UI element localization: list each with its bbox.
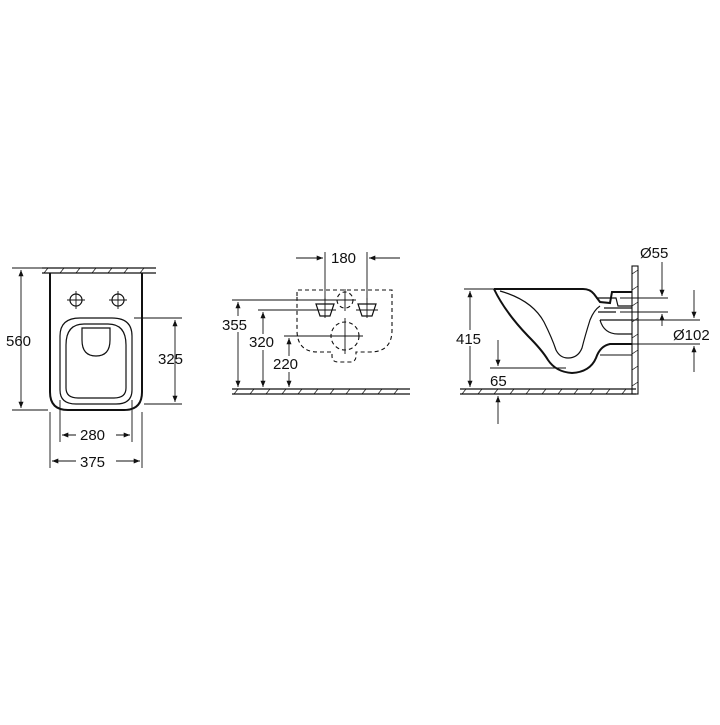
- top-fixing-hole-left: [67, 291, 85, 309]
- dim-65-label: 65: [490, 373, 507, 390]
- dim-dia-55: Ø55: [620, 245, 668, 326]
- side-view: 415 65 Ø55 Ø102: [455, 245, 718, 424]
- dim-325: 325: [134, 317, 183, 405]
- side-wall: [631, 265, 639, 395]
- dim-dia-55-label: Ø55: [640, 245, 668, 262]
- side-bowl-inner: [499, 290, 601, 359]
- dim-560-label: 560: [6, 333, 31, 350]
- wall-view: 180 355 320 220: [220, 248, 410, 395]
- top-fixing-hole-right: [109, 291, 127, 309]
- wall-frame-contour: [296, 289, 393, 363]
- dim-415-label: 415: [456, 331, 481, 348]
- side-inlet-pipe: [596, 297, 632, 313]
- dim-280-label: 280: [80, 427, 105, 444]
- wall-upper-inlet: [334, 289, 356, 311]
- wall-floor-band: [232, 388, 410, 395]
- dim-375-label: 375: [80, 454, 105, 471]
- dim-dia-102-label: Ø102: [673, 327, 710, 344]
- dim-355: 355: [220, 299, 336, 387]
- side-bowl-rim: [494, 288, 632, 305]
- top-inner-bowl: [65, 323, 127, 399]
- dim-180-label: 180: [331, 250, 356, 267]
- dim-320: 320: [247, 309, 316, 387]
- dim-dia-102: Ø102: [620, 290, 718, 372]
- top-drain-opening: [81, 327, 111, 357]
- dim-325-label: 325: [158, 351, 183, 368]
- wall-fixing-right: [356, 298, 378, 318]
- top-view: 560 325 280 375: [6, 267, 183, 471]
- side-floor-band: [460, 388, 636, 395]
- dim-65: 65: [490, 340, 566, 424]
- dim-220-label: 220: [273, 356, 298, 373]
- side-bowl-outer: [493, 288, 632, 375]
- dim-220: 220: [272, 335, 330, 387]
- wall-fixing-left: [314, 298, 336, 318]
- side-siphon: [599, 319, 632, 335]
- top-wall-band: [42, 267, 156, 274]
- top-bowl-outline: [49, 273, 143, 411]
- dim-280: 280: [59, 400, 133, 444]
- dim-320-label: 320: [249, 334, 274, 351]
- dim-560: 560: [6, 267, 48, 411]
- dim-375: 375: [49, 412, 143, 471]
- dim-355-label: 355: [222, 317, 247, 334]
- dim-415: 415: [455, 288, 494, 387]
- dim-180: 180: [296, 248, 400, 300]
- wall-drain-outlet: [327, 318, 363, 354]
- top-seat-outline: [59, 317, 133, 405]
